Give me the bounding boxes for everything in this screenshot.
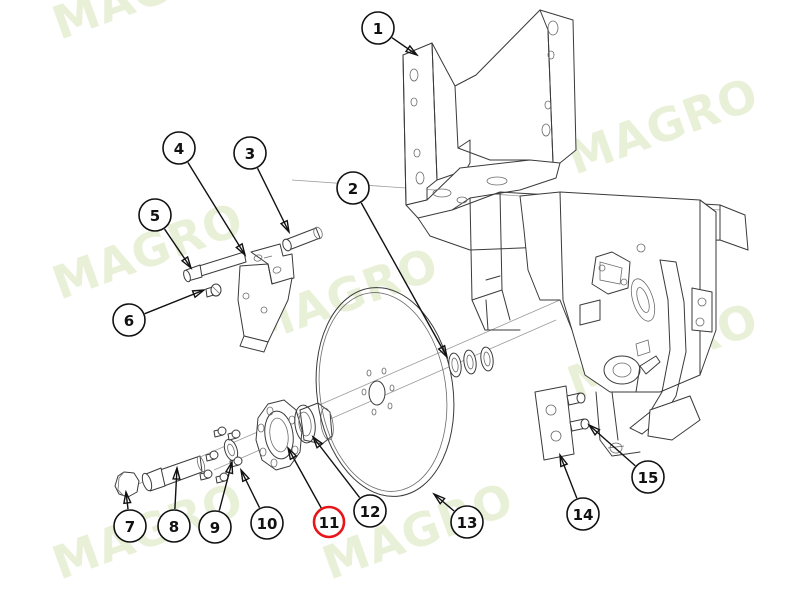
callout-circle-13[interactable] — [450, 505, 484, 539]
dust-cap-part — [114, 471, 140, 498]
callout-8[interactable]: 8 — [157, 509, 191, 543]
callout-4[interactable]: 4 — [162, 131, 196, 165]
callout-circle-1[interactable] — [361, 11, 395, 45]
callout-9[interactable]: 9 — [198, 510, 232, 544]
callout-7[interactable]: 7 — [113, 509, 147, 543]
leader-line-10 — [240, 469, 261, 509]
callout-label-8: 8 — [169, 518, 179, 536]
main-frame-assembly — [402, 9, 749, 457]
callout-2[interactable]: 2 — [336, 171, 370, 205]
leader-arrowhead-10 — [239, 467, 251, 483]
spacer-sleeve-part — [282, 226, 323, 252]
callout-circle-8[interactable] — [157, 509, 191, 543]
leader-line-12 — [312, 436, 361, 498]
callout-label-3: 3 — [245, 145, 255, 163]
leader-line-8 — [174, 467, 178, 510]
callout-circle-14[interactable] — [566, 497, 600, 531]
callout-label-1: 1 — [373, 20, 383, 38]
callout-label-4: 4 — [174, 140, 184, 158]
leader-line-13 — [433, 493, 455, 512]
leader-arrowhead-2 — [437, 344, 449, 360]
callout-label-14: 14 — [573, 506, 594, 524]
callout-circle-7[interactable] — [113, 509, 147, 543]
leader-arrowhead-6 — [191, 289, 207, 299]
leader-arrowhead-7 — [123, 489, 132, 505]
callout-circle-5[interactable] — [138, 198, 172, 232]
callout-15[interactable]: 15 — [631, 460, 665, 494]
callout-circle-3[interactable] — [233, 136, 267, 170]
callout-5[interactable]: 5 — [138, 198, 172, 232]
leader-line-15 — [588, 424, 636, 467]
callout-label-2: 2 — [348, 180, 358, 198]
leader-arrowhead-9 — [224, 459, 234, 475]
callout-14[interactable]: 14 — [566, 497, 600, 531]
callout-label-9: 9 — [210, 519, 220, 537]
leader-arrowhead-3 — [279, 219, 291, 235]
leader-arrowhead-14 — [559, 452, 569, 468]
axle-bolt-part — [141, 455, 206, 492]
leader-arrowhead-15 — [587, 423, 601, 436]
callout-label-15: 15 — [638, 469, 659, 487]
leader-line-1 — [391, 37, 418, 56]
mounting-plate-group — [534, 385, 590, 461]
callout-circle-11[interactable] — [312, 505, 346, 539]
long-bolt-part — [183, 251, 247, 283]
callout-circle-9[interactable] — [198, 510, 232, 544]
leader-arrowhead-1 — [404, 44, 419, 57]
leader-arrowhead-13 — [432, 492, 446, 505]
callout-circle-12[interactable] — [353, 494, 387, 528]
leader-line-5 — [163, 228, 192, 269]
callout-label-13: 13 — [457, 514, 478, 532]
leader-arrowhead-4 — [235, 242, 247, 258]
callout-10[interactable]: 10 — [250, 506, 284, 540]
callout-12[interactable]: 12 — [353, 494, 387, 528]
callout-circle-2[interactable] — [336, 171, 370, 205]
callout-circle-10[interactable] — [250, 506, 284, 540]
leader-line-2 — [360, 202, 448, 358]
leader-arrowhead-11 — [286, 445, 298, 461]
leader-arrowhead-5 — [180, 255, 193, 270]
callout-circle-4[interactable] — [162, 131, 196, 165]
callout-3[interactable]: 3 — [233, 136, 267, 170]
callout-11[interactable]: 11 — [312, 505, 346, 539]
callout-label-11: 11 — [319, 514, 340, 532]
callout-circle-6[interactable] — [112, 303, 146, 337]
callout-6[interactable]: 6 — [112, 303, 146, 337]
short-bolt-part — [205, 283, 222, 298]
hub-bolt-set-part — [199, 426, 243, 484]
cutting-disc-part — [315, 287, 455, 497]
callout-label-6: 6 — [124, 312, 134, 330]
leader-line-layer — [123, 37, 636, 512]
leader-line-7 — [125, 491, 129, 510]
leader-line-3 — [256, 167, 290, 233]
leader-line-4 — [187, 162, 246, 256]
spacer-washer-set-part — [448, 346, 494, 378]
leader-arrowhead-12 — [311, 435, 324, 449]
callout-label-7: 7 — [125, 518, 135, 536]
callout-label-12: 12 — [360, 503, 381, 521]
leader-line-9 — [218, 461, 233, 511]
callout-circle-15[interactable] — [631, 460, 665, 494]
callout-label-10: 10 — [257, 515, 278, 533]
leader-line-14 — [559, 454, 578, 499]
callout-label-5: 5 — [150, 207, 160, 225]
leader-arrowhead-8 — [172, 465, 181, 480]
callout-1[interactable]: 1 — [361, 11, 395, 45]
scraper-bracket-part — [237, 243, 295, 353]
callout-13[interactable]: 13 — [450, 505, 484, 539]
